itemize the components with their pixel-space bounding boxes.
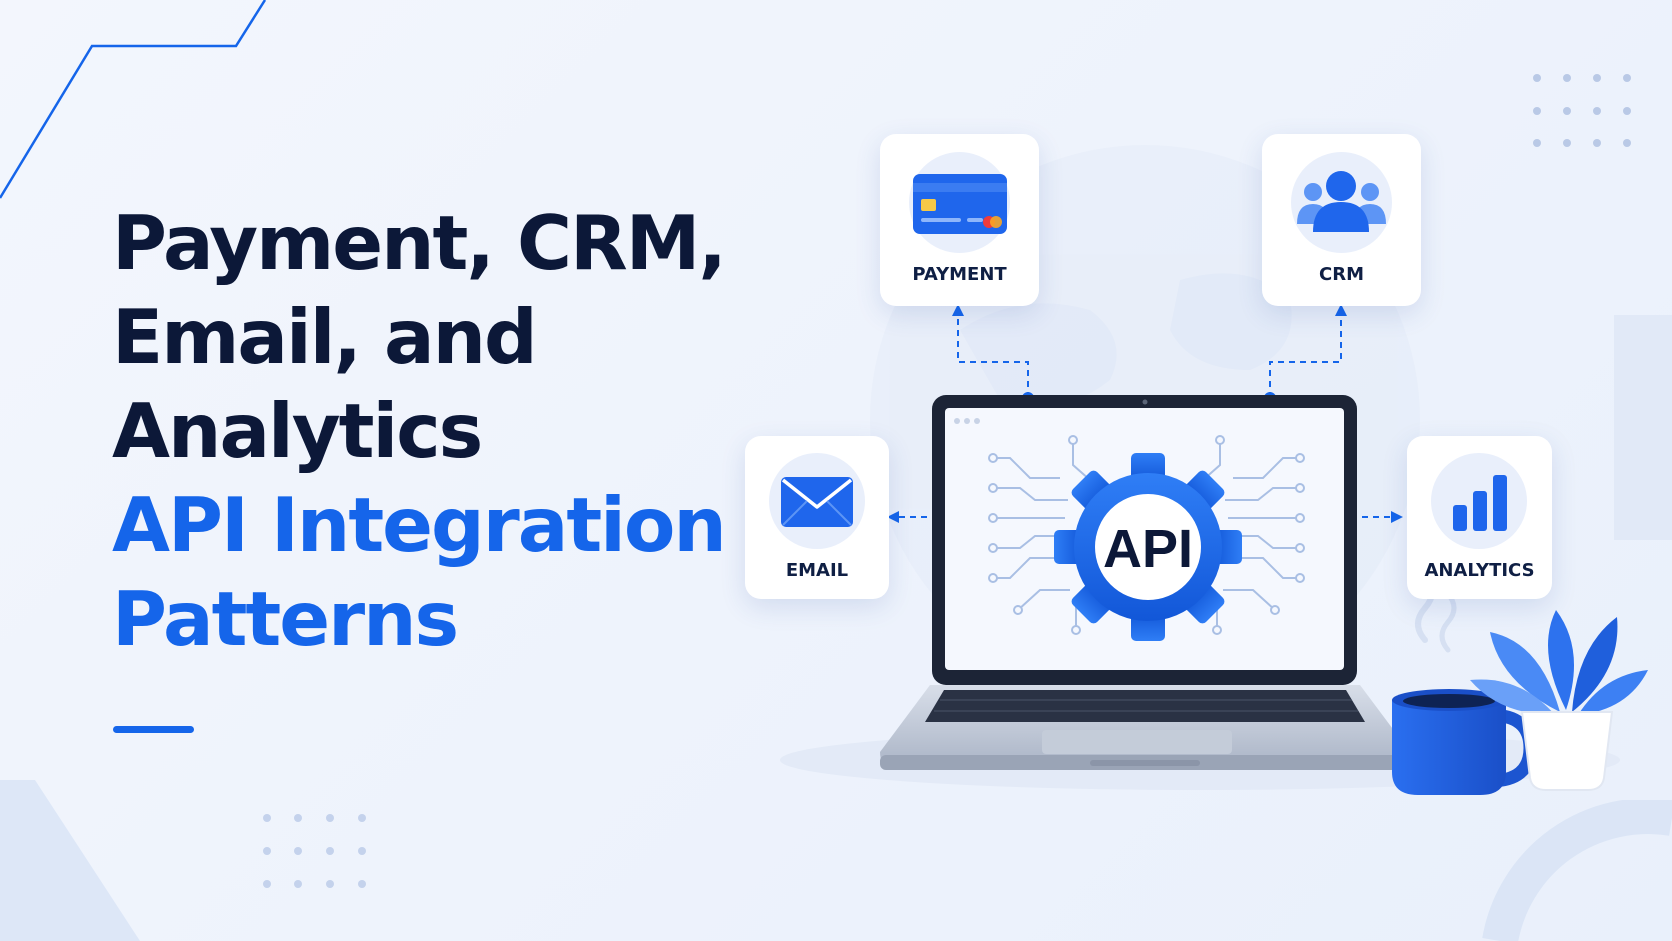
arc-decoration xyxy=(1482,800,1672,941)
headline-highlight: API Integration xyxy=(112,481,727,569)
headline-line: Analytics xyxy=(112,387,483,475)
analytics-card[interactable]: ANALYTICS xyxy=(1407,436,1552,599)
payment-card[interactable]: PAYMENT xyxy=(880,134,1039,306)
payment-icon-circle xyxy=(909,152,1010,253)
crm-icon-circle xyxy=(1291,152,1392,253)
connector-lines xyxy=(895,312,1395,518)
headline-line: Email, and xyxy=(112,293,538,381)
headline-underline xyxy=(113,726,194,733)
users-icon xyxy=(1297,171,1386,232)
circuit-traces xyxy=(993,440,1300,630)
email-label: EMAIL xyxy=(785,560,849,581)
credit-card-icon xyxy=(913,174,1007,234)
gear-icon xyxy=(1054,453,1242,641)
crm-card[interactable]: CRM xyxy=(1262,134,1421,306)
headline-highlight: Patterns xyxy=(112,575,459,663)
dot-grid-top-right xyxy=(1533,74,1631,147)
dot-grid-bottom-left xyxy=(263,814,366,888)
triangle-decoration xyxy=(0,780,140,941)
headline-line: Payment, CRM, xyxy=(112,199,727,287)
crm-label: CRM xyxy=(1319,264,1364,285)
plant-pot-icon xyxy=(1470,610,1648,791)
analytics-label: ANALYTICS xyxy=(1424,560,1535,581)
api-label: API xyxy=(1103,519,1193,579)
email-card[interactable]: EMAIL xyxy=(745,436,889,599)
email-icon-circle xyxy=(769,453,865,549)
payment-label: PAYMENT xyxy=(912,264,1007,285)
circuit-nodes xyxy=(988,435,1305,635)
headline: Payment, CRM, Email, and Analytics API I… xyxy=(112,196,727,666)
analytics-icon-circle xyxy=(1431,453,1527,549)
side-panel-decoration xyxy=(1614,315,1672,540)
bar-chart-icon xyxy=(1453,475,1507,531)
corner-line-decoration xyxy=(0,0,267,199)
envelope-icon xyxy=(781,477,853,527)
